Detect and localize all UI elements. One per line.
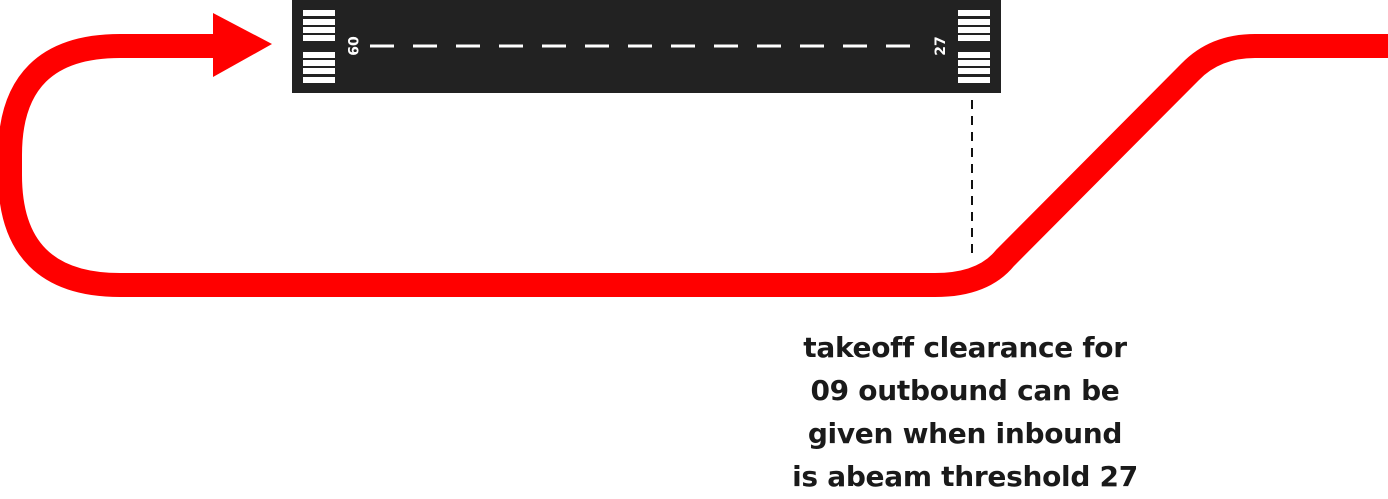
caption-line: 09 outbound can be xyxy=(810,374,1120,407)
caption-line: takeoff clearance for xyxy=(803,331,1127,364)
caption-line: given when inbound xyxy=(807,417,1123,450)
runway-number-09: 09 xyxy=(344,36,360,55)
caption: takeoff clearance for 09 outbound can be… xyxy=(745,326,1185,498)
flight-path-arrowhead xyxy=(213,13,272,77)
caption-line: is abeam threshold 27 xyxy=(792,460,1138,493)
runway-number-27: 27 xyxy=(933,36,949,55)
inbound-flight-path xyxy=(0,34,1388,297)
threshold-markings-left xyxy=(303,10,335,83)
threshold-markings-right xyxy=(958,10,990,83)
